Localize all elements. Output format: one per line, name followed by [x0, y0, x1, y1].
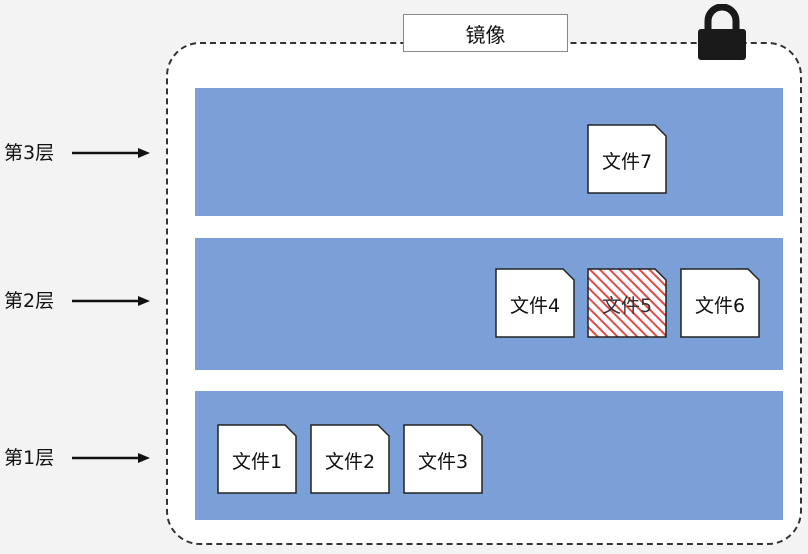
- file-4: 文件4: [495, 268, 575, 338]
- layer-3-label: 第3层: [4, 142, 55, 164]
- image-title: 镜像: [403, 14, 568, 52]
- file-7: 文件7: [587, 124, 667, 194]
- file-1: 文件1: [217, 424, 297, 494]
- arrow-right-icon: [72, 148, 150, 158]
- layer-2-label: 第2层: [4, 290, 55, 312]
- arrow-right-icon: [72, 453, 150, 463]
- file-5-deleted: 文件5: [587, 268, 667, 338]
- file-3: 文件3: [403, 424, 483, 494]
- layer-1-label: 第1层: [4, 447, 55, 469]
- file-2: 文件2: [310, 424, 390, 494]
- file-6: 文件6: [680, 268, 760, 338]
- arrow-right-icon: [72, 296, 150, 306]
- layer-3: [195, 88, 783, 216]
- lock-icon: [696, 3, 748, 62]
